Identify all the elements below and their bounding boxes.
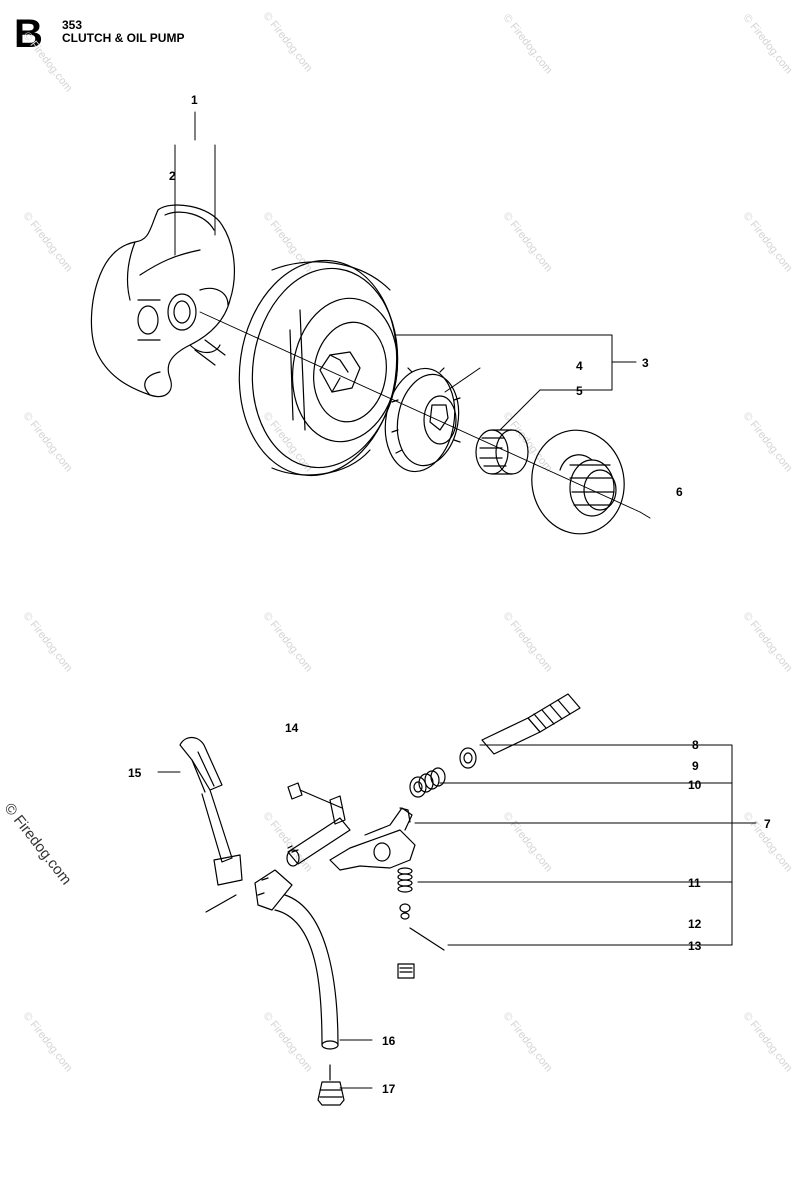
section-letter: B — [14, 12, 43, 56]
callout-7: 7 — [764, 817, 771, 831]
pump-screw — [287, 782, 343, 809]
callout-8: 8 — [692, 738, 699, 752]
callout-13: 13 — [688, 939, 702, 953]
clutch-washer — [531, 429, 625, 535]
callout-10: 10 — [688, 778, 702, 792]
callout-1: 1 — [191, 93, 198, 107]
model-number: 353 — [62, 18, 83, 32]
callout-12: 12 — [688, 917, 702, 931]
rim-sprocket — [384, 367, 461, 473]
callout-17: 17 — [382, 1082, 396, 1096]
callout-6: 6 — [676, 485, 683, 499]
callout-4: 4 — [576, 359, 583, 373]
callout-5: 5 — [576, 384, 583, 398]
callout-3: 3 — [642, 356, 649, 370]
oil-hose — [254, 869, 345, 1106]
oil-pump-body — [286, 795, 416, 871]
oil-pump-shaft — [459, 693, 581, 769]
callout-2: 2 — [169, 169, 176, 183]
pump-spring-11 — [397, 867, 445, 979]
needle-bearing — [475, 429, 529, 475]
clutch-drum — [238, 259, 399, 477]
callout-9: 9 — [692, 759, 699, 773]
clutch-shoes — [90, 204, 235, 398]
oil-pump-spring — [409, 767, 446, 798]
section-title: CLUTCH & OIL PUMP — [62, 31, 185, 45]
callout-15: 15 — [128, 766, 142, 780]
callout-14: 14 — [285, 721, 299, 735]
adjuster-lever — [179, 736, 243, 913]
callout-lines — [157, 111, 757, 1089]
callout-11: 11 — [688, 876, 701, 890]
callout-16: 16 — [382, 1034, 396, 1048]
